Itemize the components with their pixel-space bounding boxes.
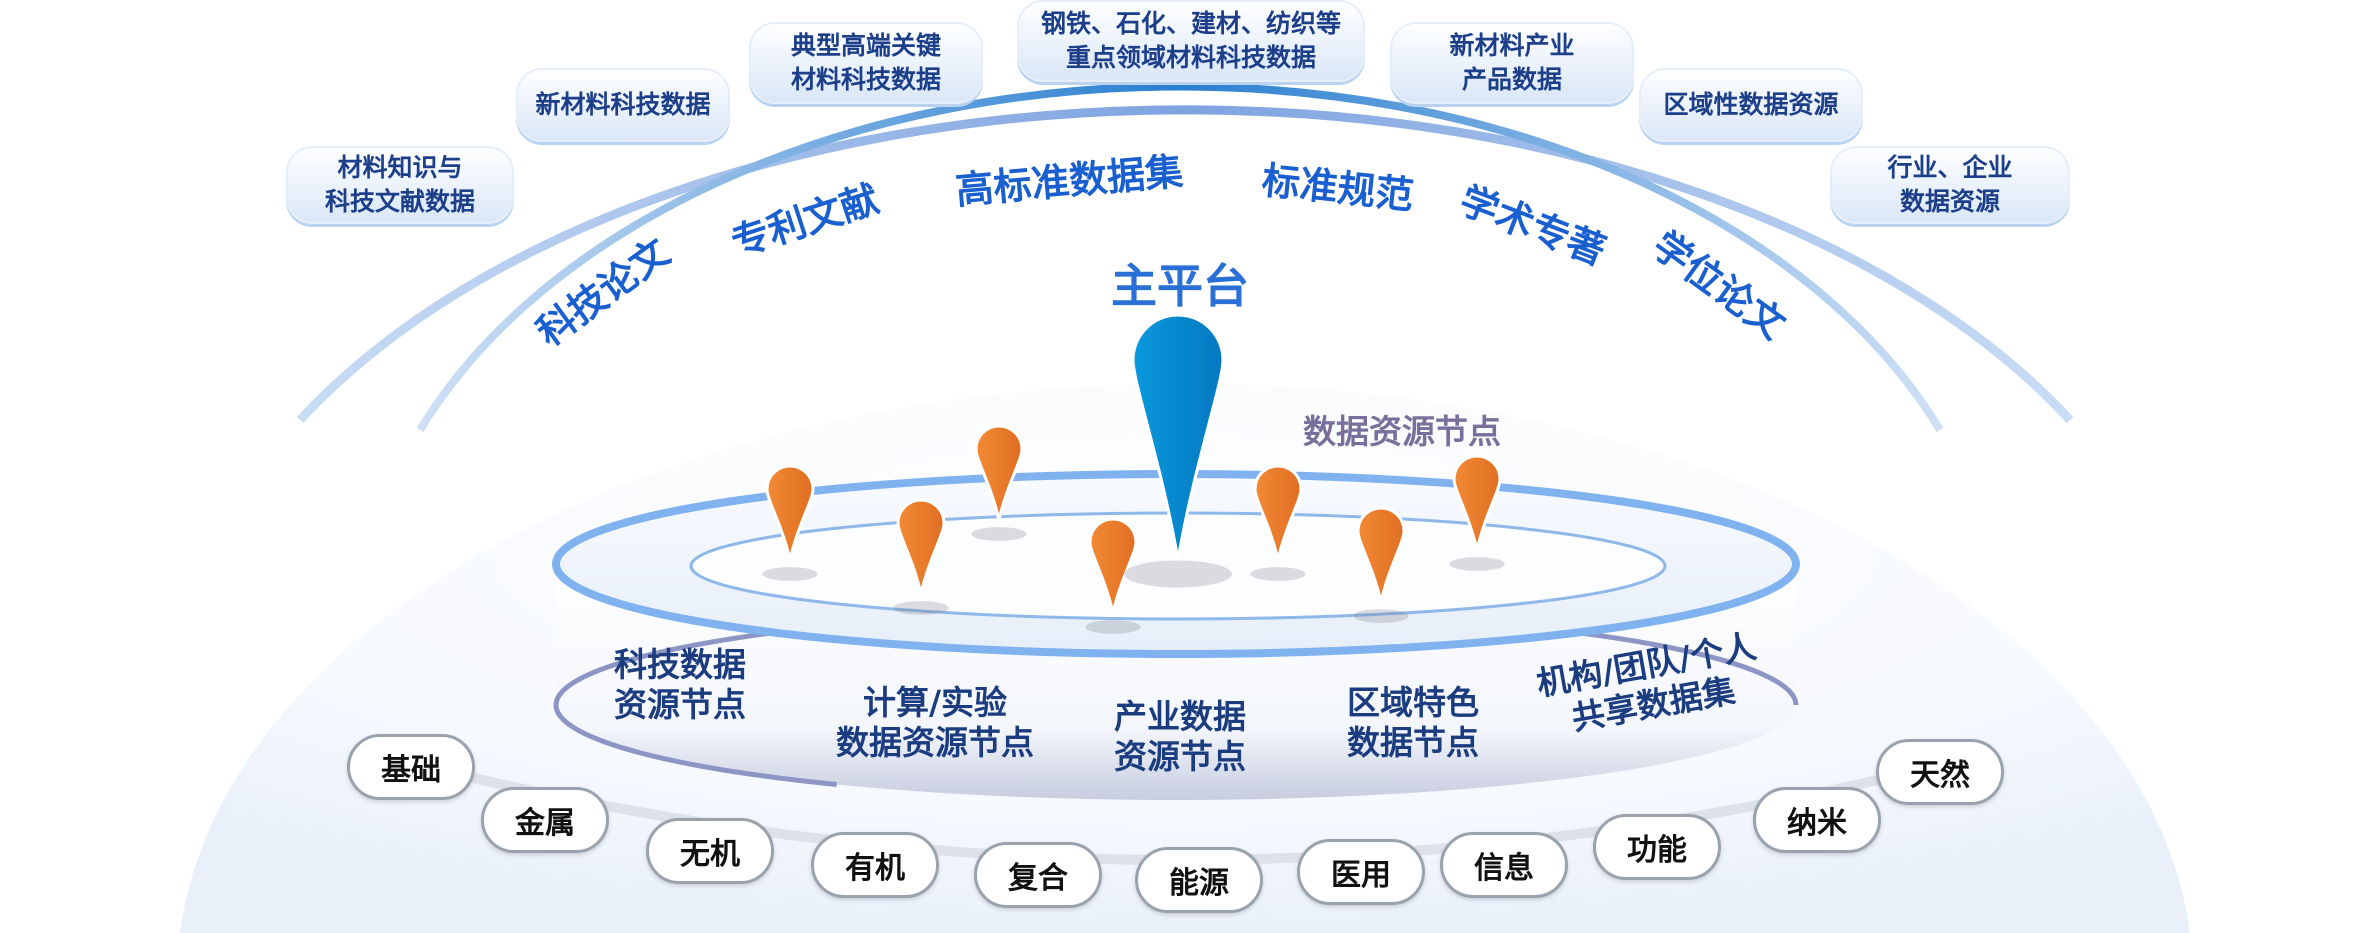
category-functional: 功能 bbox=[1593, 814, 1721, 880]
top-box-key-industries: 钢铁、石化、建材、纺织等重点领域材料科技数据 bbox=[1017, 0, 1365, 82]
top-box-industry-products: 新材料产业产品数据 bbox=[1390, 22, 1634, 104]
resource-node-pin-icon-shadow bbox=[1085, 620, 1141, 634]
node-line: 资源节点 bbox=[614, 685, 746, 724]
resource-node-pin-icon-shadow bbox=[1449, 557, 1505, 571]
category-nano: 纳米 bbox=[1753, 787, 1881, 853]
box-line: 材料知识与 bbox=[337, 153, 463, 182]
resource-node-pin-icon-shadow bbox=[1353, 609, 1409, 623]
node-line: 数据资源节点 bbox=[836, 723, 1034, 762]
category-information: 信息 bbox=[1440, 832, 1568, 898]
resource-node-pin-icon bbox=[1088, 517, 1138, 614]
top-box-new-materials: 新材料科技数据 bbox=[516, 68, 730, 142]
box-line: 典型高端关键 bbox=[790, 31, 941, 60]
category-medical: 医用 bbox=[1297, 839, 1425, 905]
main-platform-label: 主平台 bbox=[1111, 259, 1249, 313]
node-label-computation: 计算/实验数据资源节点 bbox=[836, 683, 1034, 763]
top-box-enterprise: 行业、企业数据资源 bbox=[1830, 146, 2070, 224]
resource-node-pin-icon-shadow bbox=[762, 567, 818, 581]
box-line: 钢铁、石化、建材、纺织等 bbox=[1040, 9, 1341, 38]
resource-node-pin-icon-shadow bbox=[971, 527, 1027, 541]
outer-arc bbox=[296, 105, 2074, 424]
top-box-key-materials: 典型高端关键材料科技数据 bbox=[749, 22, 983, 104]
node-label-regional: 区域特色数据节点 bbox=[1347, 683, 1479, 763]
node-line: 科技数据 bbox=[614, 645, 746, 684]
category-organic: 有机 bbox=[811, 832, 939, 898]
resource-node-pin-icon bbox=[896, 498, 946, 595]
node-line: 产业数据 bbox=[1114, 697, 1246, 736]
box-line: 新材料产业 bbox=[1449, 31, 1575, 60]
resource-nodes-label: 数据资源节点 bbox=[1303, 412, 1501, 451]
node-line: 计算/实验 bbox=[862, 683, 1008, 722]
main-platform-pin-icon bbox=[1131, 313, 1225, 561]
resource-node-pin-icon bbox=[765, 464, 815, 561]
node-label-sci-tech: 科技数据资源节点 bbox=[614, 645, 746, 725]
category-basic: 基础 bbox=[347, 734, 475, 800]
box-line: 产品数据 bbox=[1461, 65, 1562, 94]
inner-arc bbox=[416, 82, 1944, 433]
box-line: 新材料科技数据 bbox=[535, 90, 711, 119]
category-inorganic: 无机 bbox=[646, 818, 774, 884]
category-energy: 能源 bbox=[1135, 847, 1263, 913]
top-box-knowledge-literature: 材料知识与科技文献数据 bbox=[286, 146, 514, 224]
resource-node-pin-icon-shadow bbox=[1250, 567, 1306, 581]
box-line: 行业、企业 bbox=[1887, 153, 2013, 182]
resource-node-pin-icon bbox=[1253, 464, 1303, 561]
box-line: 重点领域材料科技数据 bbox=[1065, 43, 1316, 72]
resource-node-pin-icon bbox=[1452, 454, 1502, 551]
category-composite: 复合 bbox=[974, 842, 1102, 908]
category-natural: 天然 bbox=[1876, 739, 2004, 805]
node-line: 区域特色 bbox=[1347, 683, 1479, 722]
box-line: 科技文献数据 bbox=[324, 187, 475, 216]
resource-node-pin-icon-shadow bbox=[893, 601, 949, 615]
box-line: 材料科技数据 bbox=[790, 65, 941, 94]
category-metal: 金属 bbox=[481, 787, 609, 853]
box-line: 数据资源 bbox=[1899, 187, 2000, 216]
node-line: 数据节点 bbox=[1347, 723, 1479, 762]
resource-node-pin-icon bbox=[1356, 506, 1406, 603]
resource-node-pin-icon bbox=[974, 424, 1024, 521]
node-line: 资源节点 bbox=[1114, 737, 1246, 776]
top-box-regional: 区域性数据资源 bbox=[1639, 68, 1863, 142]
node-label-industry: 产业数据资源节点 bbox=[1114, 697, 1246, 777]
main-platform-pin-icon-shadow bbox=[1124, 560, 1232, 588]
box-line: 区域性数据资源 bbox=[1663, 90, 1839, 119]
